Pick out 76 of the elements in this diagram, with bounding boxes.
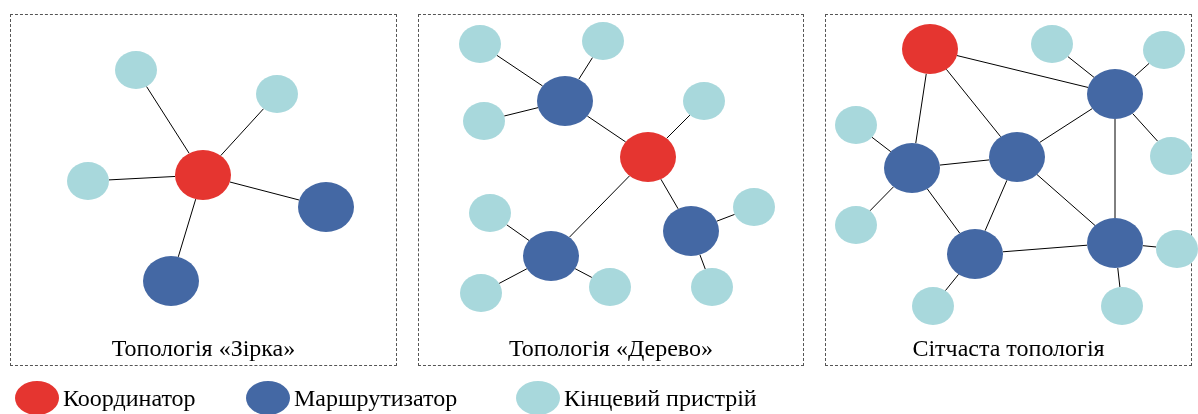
coordinator-node: [175, 150, 231, 200]
connection-line: [871, 136, 892, 153]
connection-line: [915, 73, 927, 144]
end-device-node: [733, 188, 775, 226]
end-device-node: [463, 102, 505, 140]
connection-line: [574, 268, 593, 278]
connection-line: [220, 108, 265, 157]
connection-line: [586, 115, 627, 143]
connection-line: [1036, 174, 1096, 226]
connection-line: [1117, 267, 1121, 288]
end-device-node: [691, 268, 733, 306]
connection-line: [944, 273, 960, 292]
connection-line: [498, 268, 528, 284]
connection-line: [716, 213, 736, 222]
router-node: [1087, 218, 1143, 268]
connection-line: [1002, 244, 1088, 253]
connection-line: [1142, 245, 1157, 248]
end-device-node: [582, 22, 624, 60]
connection-line: [177, 198, 197, 258]
connection-line: [939, 159, 990, 166]
router-node: [884, 143, 940, 193]
end-device-node: [683, 82, 725, 120]
router-node: [663, 206, 719, 256]
end-device-node: [469, 194, 511, 232]
end-device-node: [459, 25, 501, 63]
connection-line: [229, 181, 300, 201]
router-node: [143, 256, 199, 306]
panel-title: Топологія «Зірка»: [111, 335, 296, 362]
end-device-node: [1101, 287, 1143, 325]
connection-line: [1132, 112, 1159, 142]
panel-title: Топологія «Дерево»: [508, 335, 713, 362]
end-device-node: [835, 206, 877, 244]
connection-line: [660, 178, 679, 210]
connection-line: [503, 107, 539, 117]
connection-line: [984, 179, 1008, 232]
connection-line: [666, 114, 691, 139]
connection-line: [578, 57, 594, 80]
router-node: [947, 229, 1003, 279]
legend-label: Кінцевий пристрій: [564, 384, 757, 412]
end-device-node: [835, 106, 877, 144]
connection-line: [568, 175, 631, 238]
end-device-node: [1150, 137, 1192, 175]
connection-line: [496, 54, 544, 87]
connection-line: [926, 188, 961, 234]
connection-line: [699, 254, 706, 270]
connection-line: [1114, 118, 1116, 219]
connection-line: [1067, 56, 1095, 78]
coordinator-node: [902, 24, 958, 74]
end-device-node: [1156, 230, 1198, 268]
connection-line: [1039, 108, 1093, 143]
legend-label: Координатор: [63, 384, 196, 412]
end-device-node: [1031, 25, 1073, 63]
legend-label: Маршрутизатор: [294, 384, 458, 412]
topology-panel: [10, 14, 397, 366]
connection-line: [506, 224, 530, 241]
connection-line: [956, 55, 1089, 88]
topology-panel: [418, 14, 804, 366]
end-device-node: [589, 268, 631, 306]
end-device-node: [256, 75, 298, 113]
router-node: [989, 132, 1045, 182]
panel-title: Сітчаста топологія: [912, 335, 1105, 362]
end-device-node: [115, 51, 157, 89]
router-node: [298, 182, 354, 232]
router-node: [523, 231, 579, 281]
end-device-node: [67, 162, 109, 200]
connection-line: [945, 68, 1002, 138]
connection-line: [869, 186, 895, 212]
router-node: [1087, 69, 1143, 119]
router-node: [537, 76, 593, 126]
connection-line: [108, 175, 176, 181]
end-device-node: [460, 274, 502, 312]
coordinator-node: [620, 132, 676, 182]
end-device-node: [912, 287, 954, 325]
connection-line: [1134, 62, 1150, 77]
connection-line: [146, 85, 190, 154]
end-device-node: [1143, 31, 1185, 69]
